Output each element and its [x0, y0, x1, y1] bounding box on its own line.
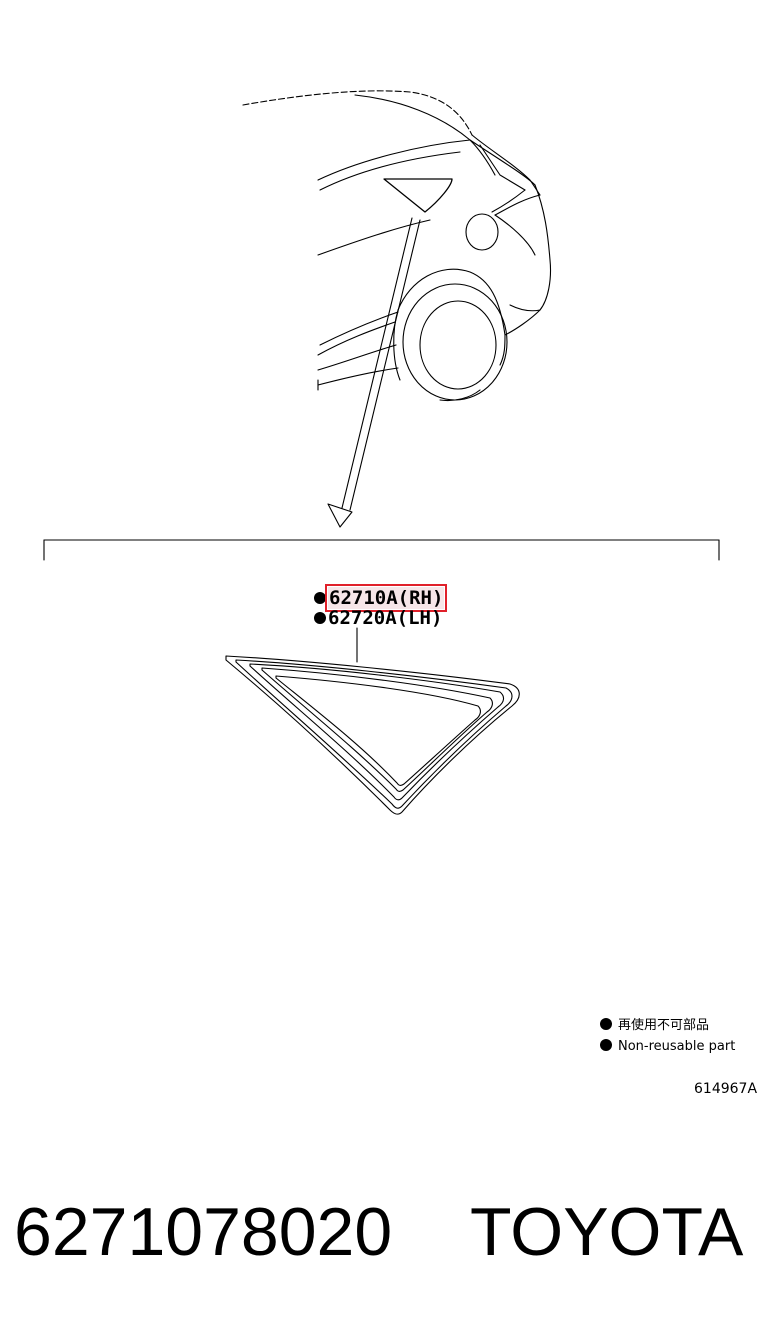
- legend-english-text: Non-reusable part: [618, 1039, 736, 1054]
- legend-dot-icon: [600, 1039, 612, 1051]
- illustration-reference-code: 614967A: [694, 1081, 758, 1097]
- callout-lh-text: 62720A(LH): [328, 607, 443, 629]
- legend-english: Non-reusable part: [600, 1039, 735, 1055]
- non-reusable-marker-rh: [314, 592, 326, 604]
- callout-62710a-rh[interactable]: 62710A(RH): [324, 584, 448, 612]
- window-location-triangle: [383, 178, 453, 213]
- part-number: 6271078020: [14, 1194, 393, 1270]
- legend-japanese: 再使用不可部品: [600, 1018, 709, 1034]
- section-bracket: [43, 539, 720, 561]
- legend-japanese-text: 再使用不可部品: [618, 1018, 710, 1033]
- callout-rh-text: 62710A(RH): [324, 584, 448, 612]
- non-reusable-marker-lh: [314, 612, 326, 624]
- quarter-window-glass: [225, 655, 520, 815]
- legend-dot-icon: [600, 1018, 612, 1030]
- exploded-view-diagram: [43, 90, 720, 815]
- brand-name: TOYOTA: [470, 1194, 744, 1270]
- callout-62720a-lh[interactable]: 62720A(LH): [328, 608, 442, 628]
- car-rear-outline: [242, 90, 552, 402]
- pointer-arrow: [327, 217, 421, 528]
